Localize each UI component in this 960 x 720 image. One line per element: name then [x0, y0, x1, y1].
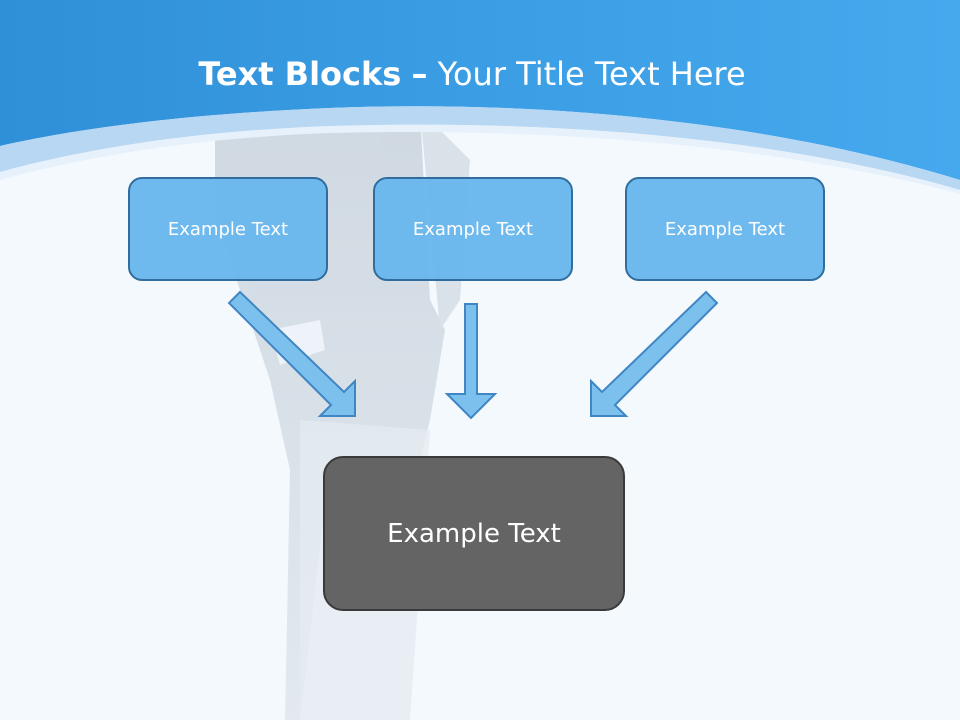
text-block-3-label: Example Text	[664, 218, 786, 240]
text-block-2-label: Example Text	[412, 218, 534, 240]
text-block-2: Example Text	[373, 177, 573, 281]
slide-title: Text Blocks – Your Title Text Here	[0, 52, 944, 96]
result-block: Example Text	[323, 456, 625, 611]
result-block-label: Example Text	[387, 518, 561, 549]
text-block-3: Example Text	[625, 177, 825, 281]
title-rest: Your Title Text Here	[437, 55, 746, 93]
title-separator: –	[411, 55, 428, 93]
text-block-1-label: Example Text	[167, 218, 289, 240]
text-block-1: Example Text	[128, 177, 328, 281]
title-bold-part: Text Blocks	[198, 55, 402, 93]
